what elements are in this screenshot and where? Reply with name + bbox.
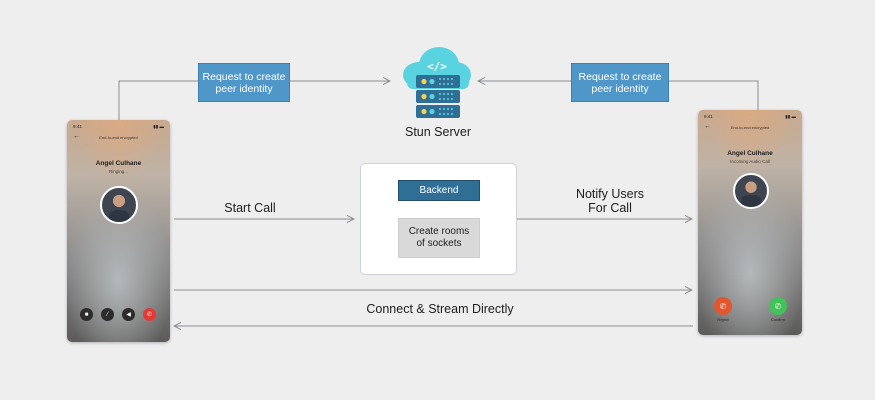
left-request-connector	[118, 81, 390, 120]
speaker-icon[interactable]: ◀	[122, 308, 135, 321]
caller-encryption-text: End-to-end encrypted	[99, 135, 138, 140]
receiver-back-icon[interactable]: ←	[704, 123, 711, 130]
mute-icon[interactable]: ⁄	[101, 308, 114, 321]
receiver-status-time: 9:41	[704, 114, 713, 119]
confirm-call-button[interactable]: ✆	[769, 297, 787, 315]
caller-avatar	[100, 186, 138, 224]
start-call-label: Start Call	[224, 201, 276, 215]
backend-card: Backend Create rooms of sockets	[360, 163, 517, 275]
stun-server-icon: </>	[403, 47, 471, 118]
receiver-encryption-text: End-to-end encrypted	[730, 125, 770, 130]
receiver-contact-name: Angel Culhane	[727, 150, 773, 157]
camera-icon[interactable]: ■	[80, 308, 93, 321]
reject-call-button[interactable]: ✆	[714, 297, 732, 315]
end-call-icon[interactable]: ✆	[143, 308, 156, 321]
receiver-phone: 9:41 ▮▮ ▬ ← End-to-end encrypted Angel C…	[698, 110, 802, 335]
caller-phone: 9:41 ▮▮ ▬ ← End-to-end encrypted Angel C…	[67, 120, 170, 342]
right-request-box: Request to create peer identity	[571, 63, 669, 102]
confirm-label: Confirm	[770, 317, 785, 322]
receiver-call-status: Incoming Audio Call	[730, 159, 770, 164]
create-rooms-box: Create rooms of sockets	[398, 218, 480, 258]
connect-stream-label: Connect & Stream Directly	[366, 302, 514, 316]
stun-server-label: Stun Server	[404, 125, 471, 139]
code-glyph: </>	[427, 60, 447, 73]
receiver-signal-icon: ▮▮ ▬	[785, 114, 796, 119]
left-request-box: Request to create peer identity	[198, 63, 290, 102]
caller-call-status: Ringing...	[108, 169, 128, 174]
receiver-avatar	[733, 173, 769, 209]
caller-back-icon[interactable]: ←	[73, 133, 80, 140]
backend-box: Backend	[398, 180, 480, 201]
caller-status-time: 9:41	[73, 124, 82, 129]
caller-signal-icon: ▮▮ ▬	[153, 124, 164, 129]
notify-users-label: Notify Users For Call	[575, 187, 645, 215]
caller-contact-name: Angel Culhane	[95, 160, 142, 167]
reject-label: Reject	[717, 317, 729, 322]
